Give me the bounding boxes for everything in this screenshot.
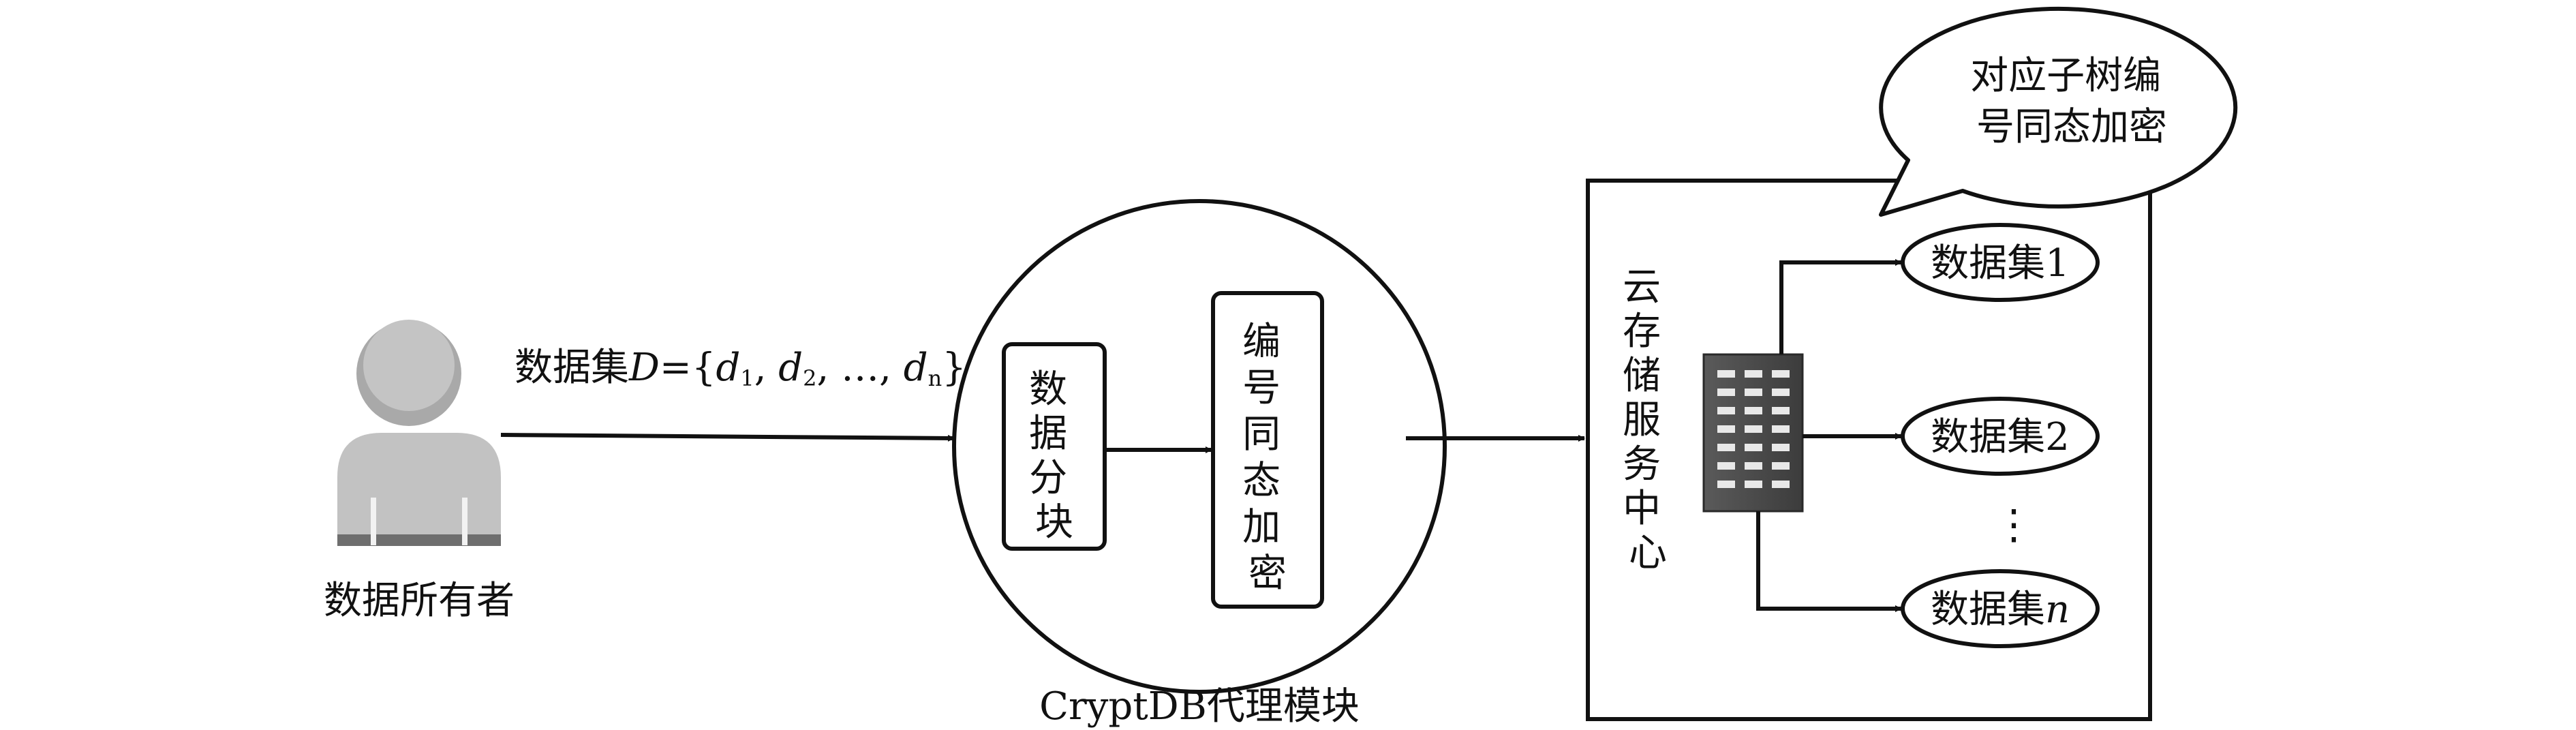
proxy-module-circle xyxy=(952,199,1447,694)
sep-2: , …, xyxy=(817,346,904,390)
dataset-node-n xyxy=(1901,569,2100,648)
encrypt-box xyxy=(1211,291,1324,609)
cloud-center-label: 云 存 储 服 务 中 心 xyxy=(1623,265,1673,575)
subscript-2: 2 xyxy=(803,365,816,391)
dataset-node-2 xyxy=(1901,397,2100,476)
subscript-1: 1 xyxy=(740,365,754,391)
proxy-module-label: CryptDB代理模块 xyxy=(1039,684,1360,729)
dataset-node-n-label: 数据集n xyxy=(1931,588,2070,632)
arrow-server-to-dataset-n xyxy=(1756,511,1902,612)
callout-bubble xyxy=(1879,6,2238,217)
dataset-eq: ={ xyxy=(660,346,716,390)
element-d1: d xyxy=(716,346,740,390)
dataset-var: D xyxy=(628,346,660,390)
dataset-ellipsis: ⋮ xyxy=(1993,501,2034,549)
element-dn: d xyxy=(904,346,928,390)
user-icon xyxy=(337,320,501,546)
encrypt-label: 编 号 同 态 加 密 xyxy=(1242,320,1293,596)
server-building-icon xyxy=(1702,353,1804,513)
cloud-center-box xyxy=(1586,179,2152,721)
dataset-prefix: 数据集 xyxy=(515,346,629,390)
arrow-server-to-dataset-1 xyxy=(1779,259,1902,354)
sep-1: , xyxy=(754,346,779,390)
data-owner-label: 数据所有者 xyxy=(324,579,515,623)
arrow-owner-to-proxy xyxy=(500,433,955,442)
callout-text: 对应子树编 号同态加密 xyxy=(1970,54,2173,149)
subscript-n: n xyxy=(928,365,942,391)
partition-box xyxy=(1002,342,1107,551)
element-d2: d xyxy=(778,346,803,390)
dataset-label: 数据集D={d1, d2, …, dn} xyxy=(515,346,966,391)
dataset-node-1 xyxy=(1901,223,2100,302)
dataset-node-1-label: 数据集1 xyxy=(1931,241,2070,286)
partition-label: 数 据 分 块 xyxy=(1029,367,1079,545)
dataset-node-2-label: 数据集2 xyxy=(1931,415,2070,459)
